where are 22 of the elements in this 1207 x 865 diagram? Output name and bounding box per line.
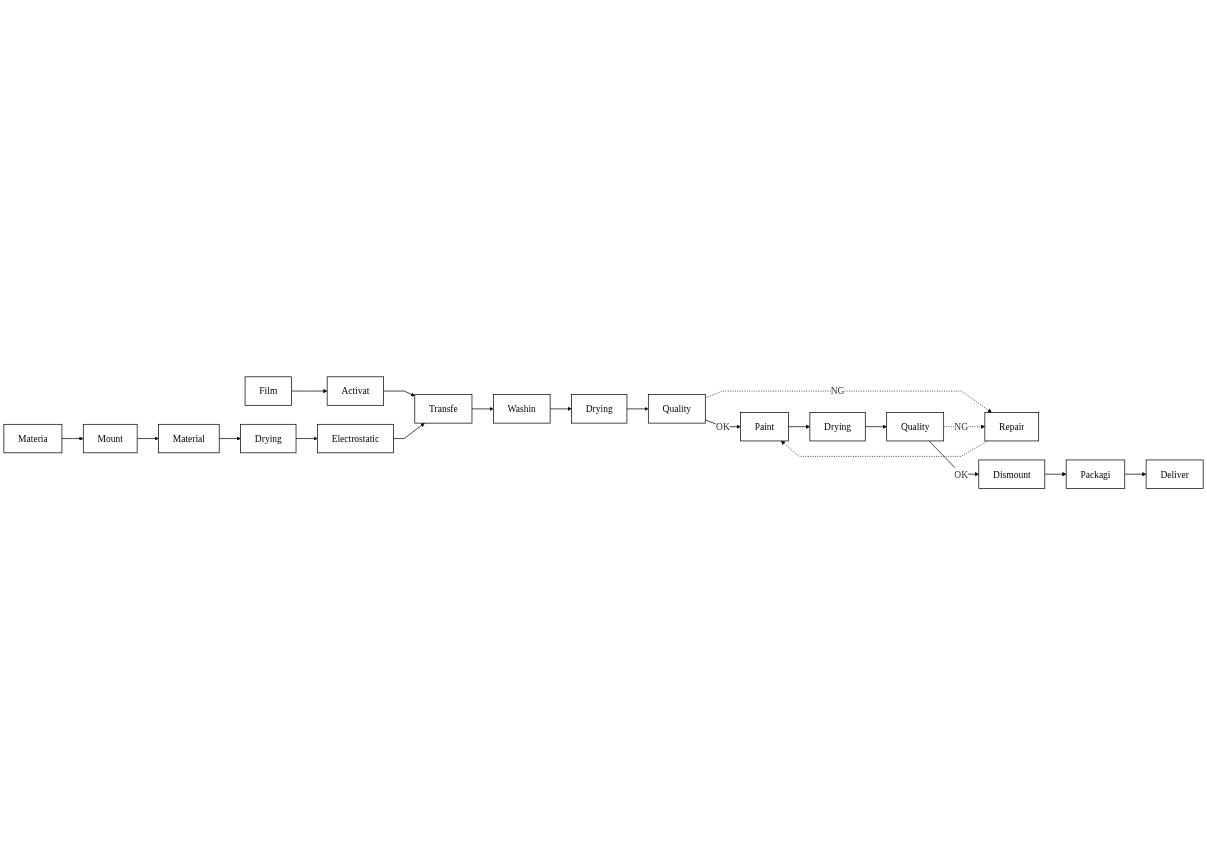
node-box: Deliver <box>1145 459 1204 489</box>
node-box: Material <box>158 423 220 454</box>
edge-label: OK <box>954 468 969 480</box>
node-box: Film <box>244 376 292 406</box>
node-box: Paint <box>740 411 789 442</box>
node-box: Drying <box>240 423 297 454</box>
node-box: Dismount <box>978 459 1046 489</box>
node-box: Activat <box>326 376 384 406</box>
node-box: Transfe <box>414 394 473 424</box>
edge-label: OK <box>716 421 730 432</box>
node-box: Packagi <box>1065 459 1126 489</box>
node-box: Electrostatic <box>317 423 394 454</box>
node-box: Mount <box>82 423 138 454</box>
node-box: Washin <box>493 394 551 424</box>
node-box: Materia <box>3 423 63 454</box>
edge-label: NG <box>830 385 845 397</box>
node-box: Repair <box>984 411 1040 442</box>
edge-label: NG <box>954 421 969 432</box>
node-box: Quality <box>886 411 945 442</box>
node-box: Drying <box>571 394 628 424</box>
node-box: Drying <box>809 411 866 442</box>
node-box: Quality <box>647 394 706 424</box>
